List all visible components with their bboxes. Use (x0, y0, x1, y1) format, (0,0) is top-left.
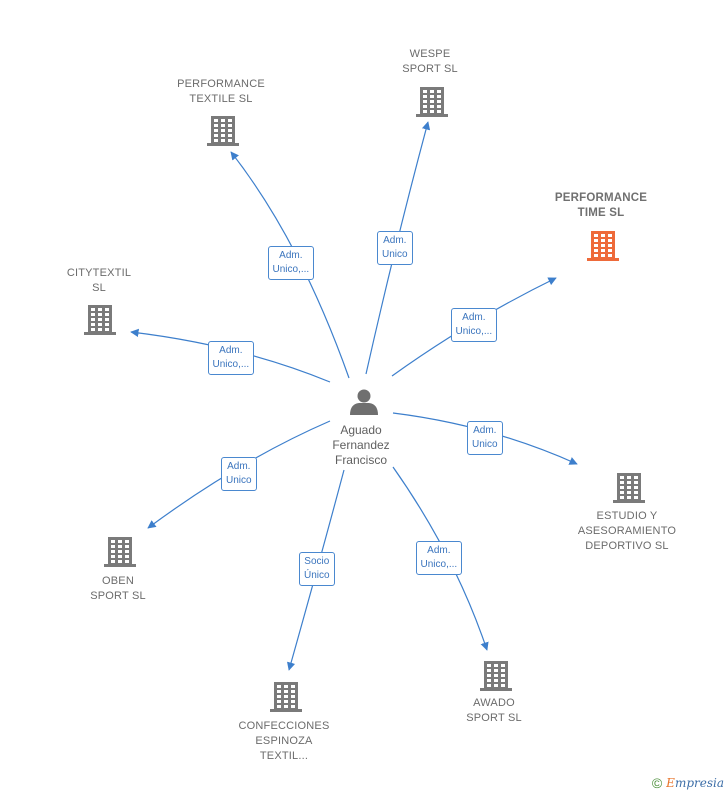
role-box-citytextil[interactable]: Adm. Unico,... (207, 341, 255, 375)
role-box-oben-sport[interactable]: Adm. Unico (221, 457, 257, 491)
building-icon[interactable] (480, 661, 512, 691)
role-box-performance-time[interactable]: Adm. Unico,... (450, 308, 498, 342)
building-icon[interactable] (613, 473, 645, 503)
person-icon[interactable] (350, 389, 378, 416)
company-label-performance-time[interactable]: PERFORMANCE TIME SL (554, 192, 648, 219)
building-icon[interactable] (104, 537, 136, 567)
building-icon[interactable] (84, 305, 116, 335)
role-box-confecciones-espinoza[interactable]: Socio Único (299, 552, 335, 586)
role-box-performance-textile[interactable]: Adm. Unico,... (267, 246, 315, 280)
building-icon[interactable] (207, 116, 239, 146)
building-icon[interactable] (416, 87, 448, 117)
company-label-wespe-sport[interactable]: WESPE SPORT SL (402, 48, 458, 75)
company-label-oben-sport[interactable]: OBEN SPORT SL (90, 575, 146, 602)
role-box-awado-sport[interactable]: Adm. Unico,... (415, 541, 463, 575)
company-label-citytextil[interactable]: CITYTEXTIL SL (66, 267, 132, 294)
person-name[interactable]: Aguado Fernandez Francisco (332, 423, 390, 467)
brand-name: mpresia (674, 776, 724, 790)
company-label-estudio-asesoramiento[interactable]: ESTUDIO Y ASESORAMIENTO DEPORTIVO SL (577, 509, 677, 552)
role-box-estudio-asesoramiento[interactable]: Adm. Unico (467, 421, 503, 455)
company-label-awado-sport[interactable]: AWADO SPORT SL (466, 697, 522, 724)
copyright-icon: © (651, 775, 663, 791)
building-icon[interactable] (270, 682, 302, 712)
company-label-confecciones-espinoza[interactable]: CONFECCIONES ESPINOZA TEXTIL... (238, 719, 330, 762)
company-label-performance-textile[interactable]: PERFORMANCE TEXTILE SL (177, 78, 265, 105)
role-box-wespe-sport[interactable]: Adm. Unico (377, 231, 413, 265)
brand-initial: E (666, 776, 675, 790)
building-icon[interactable] (587, 231, 619, 261)
